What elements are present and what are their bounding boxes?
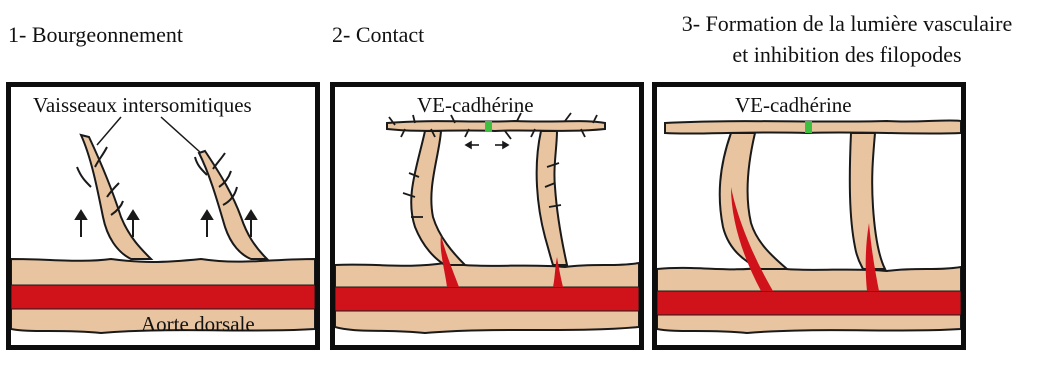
step1-title: 1- Bourgeonnement [8,22,183,48]
vessel-left [720,133,787,269]
aorta-lumen [11,285,315,309]
contact-arrows [466,142,508,148]
label-pointers [97,117,201,153]
step3-title: 3- Formation de la lumière vasculaire et… [656,8,1038,70]
panel-sprouting: Vaisseaux intersomitiques Aorte dorsale [6,82,320,350]
step2-title: 2- Contact [332,22,424,48]
step3-title-line1: 3- Formation de la lumière vasculaire [656,8,1038,39]
ve-cadherin-label: VE-cadhérine [417,93,534,118]
step3-title-line2: et inhibition des filopodes [656,39,1038,70]
panel-contact: VE-cadhérine [330,82,644,350]
connecting-vessel [665,120,961,133]
panel-lumen-formation: VE-cadhérine [652,82,966,350]
sprouting-illustration [11,87,315,345]
vessels-label: Vaisseaux intersomitiques [33,93,252,118]
aorta-label: Aorte dorsale [141,312,255,337]
lumen-illustration [657,87,961,345]
connecting-vessel [387,121,605,131]
contact-illustration [335,87,639,345]
ve-cadherin-label: VE-cadhérine [735,93,852,118]
sprout-left [81,135,151,259]
aorta-lumen [657,291,961,315]
vessel-left [411,131,465,265]
sprout-right [199,151,267,259]
aorta-lumen [335,287,639,311]
ve-cadherin-junction [805,121,812,133]
vessel-right [537,131,567,265]
ve-cadherin-junction [485,121,492,132]
